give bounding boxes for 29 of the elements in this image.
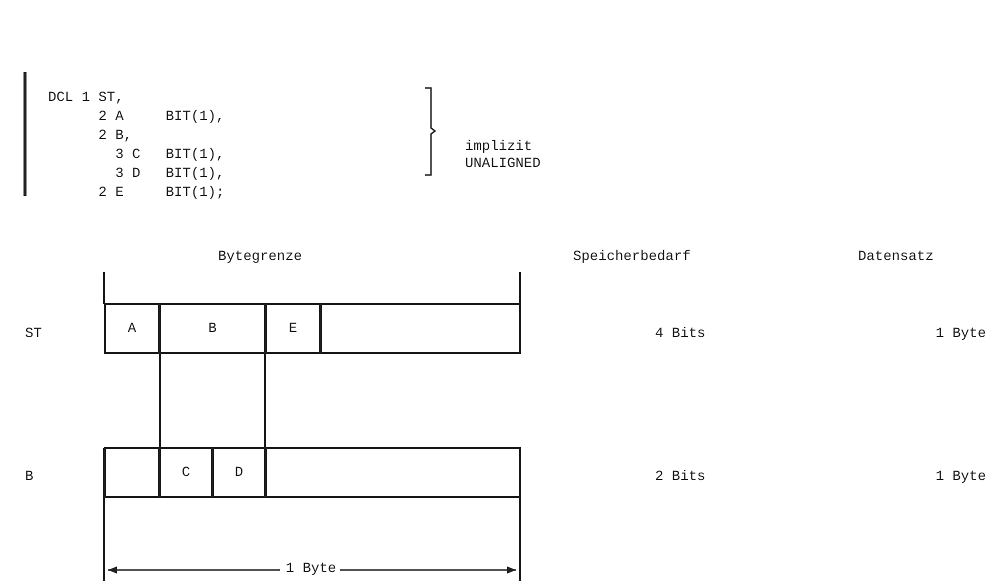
field-cell xyxy=(159,447,213,498)
column-heading: Speicherbedarf xyxy=(573,249,691,266)
column-heading: Datensatz xyxy=(858,249,934,266)
code-line: 3 C BIT(1), xyxy=(114,147,224,164)
field-cell xyxy=(104,303,160,354)
code-line: 2 A BIT(1), xyxy=(97,109,224,126)
size-value: 1 Byte xyxy=(934,326,986,343)
field-cell xyxy=(212,447,266,498)
note-text: implizit UNALIGNED xyxy=(465,139,542,173)
column-heading: Bytegrenze xyxy=(218,249,302,266)
connector-line xyxy=(264,354,266,447)
size-value: 2 Bits xyxy=(655,469,706,486)
size-value: 4 Bits xyxy=(655,326,706,343)
code-line: 2 E BIT(1); xyxy=(97,185,224,202)
field-cell xyxy=(265,303,321,354)
code-line: DCL 1 ST, xyxy=(48,90,124,107)
row-label: B xyxy=(25,469,34,486)
dimension-label: 1 Byte xyxy=(284,561,338,578)
code-line: 3 D BIT(1), xyxy=(114,166,224,183)
connector-line xyxy=(159,354,161,447)
field-name: A xyxy=(128,320,136,336)
field-cell xyxy=(159,303,266,354)
size-value: 1 Byte xyxy=(934,469,986,486)
code-line: 2 B, xyxy=(97,128,132,145)
field-name: D xyxy=(234,464,244,480)
field-name: E xyxy=(288,320,298,336)
field-name: C xyxy=(182,464,190,480)
field-name: B xyxy=(208,320,217,336)
row-label: ST xyxy=(25,326,42,343)
